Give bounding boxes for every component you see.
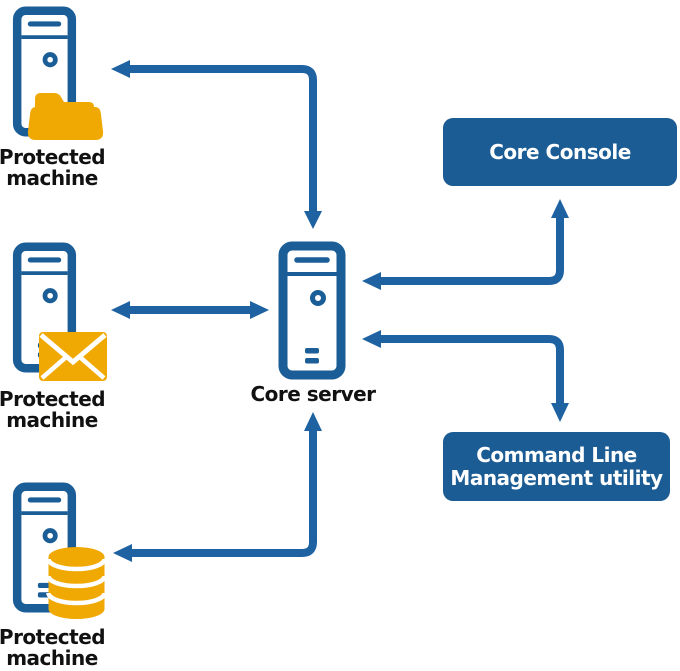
protected-machine-2-label: Protected machine xyxy=(0,387,106,432)
arrow-cli-utility xyxy=(362,330,569,422)
core-server-tower-icon xyxy=(278,241,346,380)
protected-machine-3-label: Protected machine xyxy=(0,625,106,670)
database-icon xyxy=(46,547,107,619)
core-server-label: Core server xyxy=(250,382,376,406)
envelope-icon xyxy=(39,332,107,381)
arrow-core-to-machine-1 xyxy=(111,60,322,229)
protected-machine-1-label: Protected machine xyxy=(0,145,106,190)
arrow-core-to-machine-3 xyxy=(113,412,322,562)
core-console-box: Core Console xyxy=(443,118,677,186)
folder-icon xyxy=(27,93,104,140)
arrow-core-console xyxy=(362,199,569,290)
cli-utility-box: Command Line Management utility xyxy=(443,432,670,501)
arrow-core-machine-2 xyxy=(111,301,269,319)
